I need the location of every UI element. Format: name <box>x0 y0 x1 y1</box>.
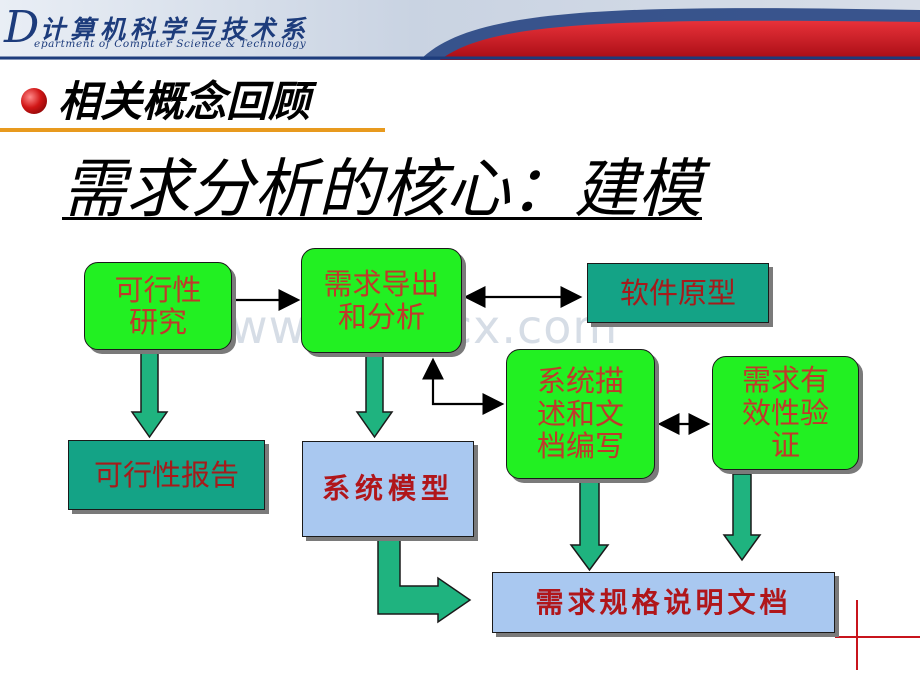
software-prototype-box: 软件原型 <box>587 263 769 323</box>
system-model-box: 系统模型 <box>302 441 474 537</box>
header-banner <box>0 0 920 60</box>
heading-underline <box>0 128 385 132</box>
feasibility-study-label: 可行性 研究 <box>114 272 202 339</box>
requirement-spec-doc-box: 需求规格说明文档 <box>492 572 835 633</box>
requirement-spec-doc-label: 需求规格说明文档 <box>535 585 792 619</box>
requirement-validation-label: 需求有 效性验 证 <box>741 363 829 463</box>
block-arrow-description-down <box>569 481 610 572</box>
block-arrow-validation-down <box>722 473 762 562</box>
software-prototype-label: 软件原型 <box>619 275 736 310</box>
block-arrow-feasibility-down <box>130 351 169 439</box>
requirement-elicitation-box: 需求导出 和分析 <box>301 248 462 353</box>
system-description-box: 系统描 述和文 档编写 <box>506 349 655 479</box>
section-heading: 相关概念回顾 <box>58 77 311 126</box>
slide-title: 需求分析的核心：建模 <box>62 153 702 227</box>
block-arrow-elicitation-down <box>355 351 394 439</box>
feasibility-report-box: 可行性报告 <box>68 440 265 510</box>
arrow-elicitation-description <box>422 357 505 415</box>
department-name-cn: 计算机科学与技术系 <box>40 15 311 44</box>
department-logo-letter: D <box>4 2 40 53</box>
system-model-label: 系统模型 <box>321 472 454 506</box>
requirement-elicitation-label: 需求导出 和分析 <box>323 267 440 334</box>
department-name-en: epartment of Computer Science & Technolo… <box>34 38 307 50</box>
system-description-label: 系统描 述和文 档编写 <box>536 364 624 464</box>
feasibility-study-box: 可行性 研究 <box>84 262 232 350</box>
feasibility-report-label: 可行性报告 <box>93 457 239 492</box>
requirement-validation-box: 需求有 效性验 证 <box>712 356 859 470</box>
bullet-icon <box>21 88 47 114</box>
block-arrow-model-to-spec <box>377 537 472 624</box>
